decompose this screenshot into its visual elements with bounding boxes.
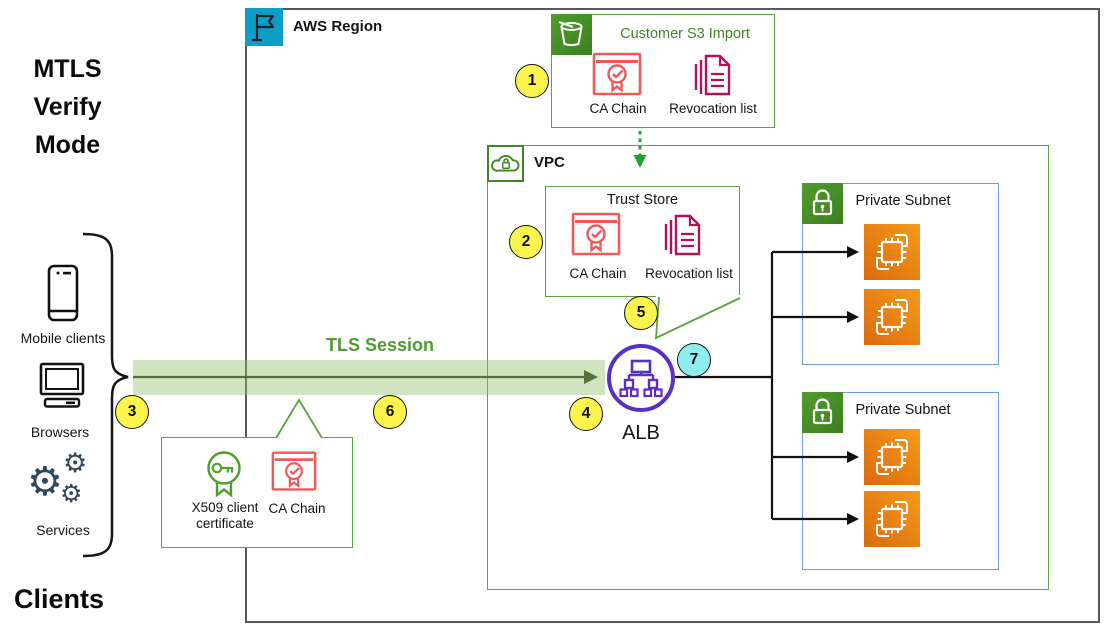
clients-title: Clients [14,584,105,614]
trust-revocation-label: Revocation list [645,266,733,281]
key-certificate-icon [197,446,251,500]
services-label: Services [36,522,90,538]
desktop-browser-icon [39,362,85,408]
private-subnet-1-box [802,183,999,365]
mobile-phone-icon [47,264,79,322]
vpc-box [487,145,1049,590]
step-badge-4: 4 [569,397,603,431]
gears-icon: ⚙ ⚙ ⚙ [27,448,88,508]
step-badge-1: 1 [515,64,549,98]
certificate-icon [571,212,621,258]
ec2-instance-icon [864,224,920,280]
ec2-instance-icon [864,429,920,485]
flag-icon [245,8,283,46]
aws-region-label: AWS Region [293,18,383,35]
step-badge-7: 7 [677,343,711,377]
mode-title: MTLS Verify Mode [33,55,102,159]
revocation-documents-icon [690,50,734,100]
step-badge-2: 2 [509,225,543,259]
tls-session-band [133,360,605,395]
step-number: 7 [689,351,699,368]
step-badge-6: 6 [373,395,407,429]
private-subnet-1-label: Private Subnet [855,193,951,209]
revocation-documents-icon [660,210,704,260]
step-number: 6 [385,403,395,420]
step-number: 4 [581,405,591,422]
private-subnet-2-box [802,392,999,570]
step-badge-3: 3 [115,395,149,429]
certificate-icon [592,52,642,98]
step-number: 2 [521,233,531,250]
cloud-lock-icon [487,145,524,182]
tls-session-label: TLS Session [325,335,435,355]
ec2-instance-icon [864,289,920,345]
browsers-label: Browsers [30,424,90,440]
s3-bucket-icon [551,14,592,55]
step-badge-5: 5 [624,296,658,330]
trust-store-title: Trust Store [606,192,679,208]
certificate-icon [271,450,317,494]
client-cert-box [161,437,353,548]
mobile-clients-label: Mobile clients [20,330,106,346]
step-number: 1 [527,72,537,89]
trust-ca-chain-label: CA Chain [569,266,627,281]
x509-client-cert-label: X509 client certificate [191,500,259,532]
s3-ca-chain-label: CA Chain [589,101,647,116]
step-number: 3 [127,403,137,420]
ec2-instance-icon [864,491,920,547]
lock-icon [802,392,843,433]
s3-revocation-label: Revocation list [669,101,757,116]
load-balancer-icon [607,344,675,412]
step-number: 5 [636,304,646,321]
s3-import-title: Customer S3 Import [620,26,750,42]
private-subnet-2-label: Private Subnet [855,402,951,418]
alb-label: ALB [622,422,660,444]
cert-box-ca-chain-label: CA Chain [268,501,326,516]
lock-icon [802,183,843,224]
vpc-label: VPC [534,154,565,171]
